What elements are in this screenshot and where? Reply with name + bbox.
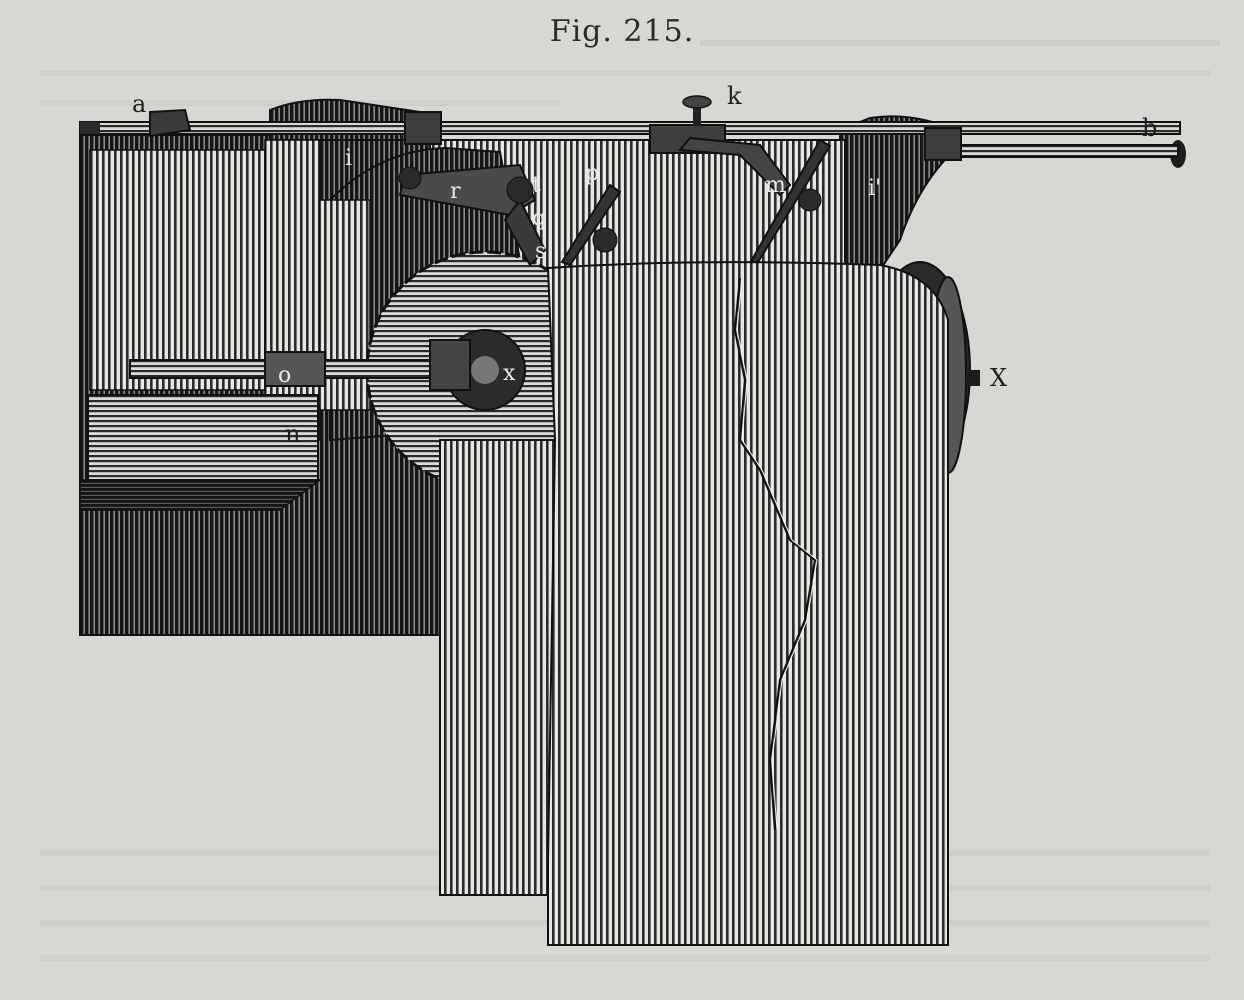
figure-title: Fig. 215.: [549, 14, 695, 49]
paper-strip: [439, 261, 949, 946]
label-q: q: [532, 206, 546, 231]
shaft-o: [129, 339, 471, 391]
label-o: o: [278, 363, 291, 388]
label-r: r: [450, 179, 461, 204]
label-i-prime: i': [868, 176, 881, 201]
label-n: n: [285, 420, 300, 448]
label-p: p: [585, 161, 599, 186]
label-x-small: x: [503, 361, 516, 386]
lever-mechanism: [398, 163, 822, 267]
label-b: b: [1142, 114, 1157, 142]
label-k: k: [727, 82, 742, 110]
label-m: m: [765, 173, 786, 198]
label-x-big: X: [990, 364, 1007, 392]
label-a: a: [132, 90, 146, 118]
label-t: t: [532, 173, 541, 198]
label-i: i: [345, 146, 352, 171]
guide-rod: [79, 95, 1186, 197]
part-labels: a b k i i' r t p q s m o n x X: [132, 82, 1157, 448]
label-s: s: [535, 239, 546, 264]
